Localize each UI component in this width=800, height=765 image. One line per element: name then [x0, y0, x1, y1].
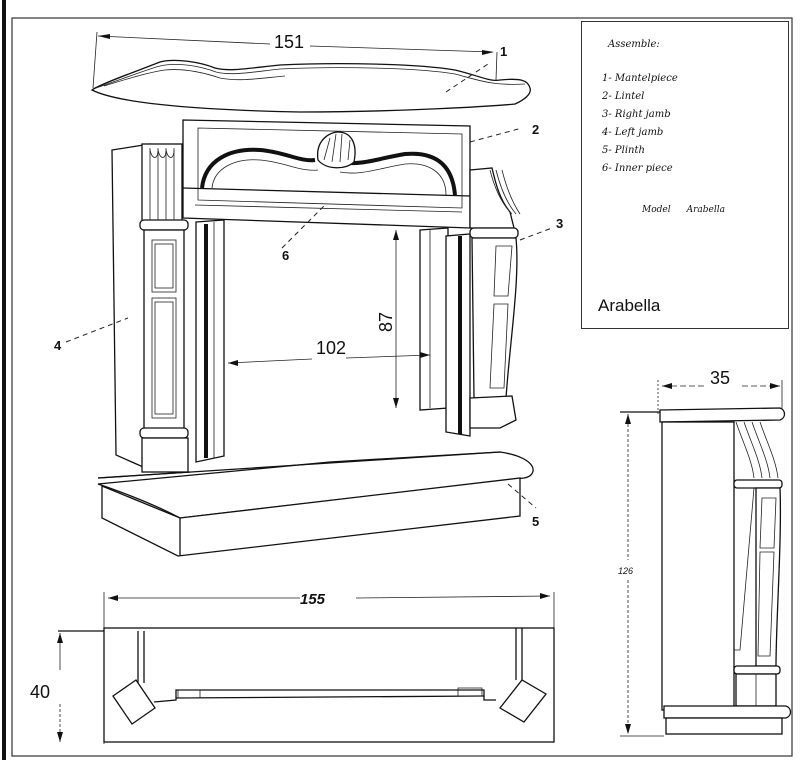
legend-heading: Assemble: — [608, 39, 660, 50]
legend-list: 1- Mantelpiece 2- Lintel 3- Right jamb 4… — [602, 70, 678, 178]
left-jamb-part — [111, 143, 189, 473]
drawing-border — [11, 17, 793, 757]
legend-box: Assemble: 1- Mantelpiece 2- Lintel 3- Ri… — [581, 21, 789, 329]
callout-plinth: 5 — [532, 514, 539, 529]
callout-lintel: 2 — [532, 122, 539, 137]
legend-item-right-jamb: 3- Right jamb — [602, 109, 671, 120]
dimension-total-height-label: 126 — [618, 566, 633, 576]
plan-view — [57, 592, 555, 744]
legend-item-left-jamb: 4- Left jamb — [602, 127, 664, 138]
callout-line-2 — [469, 127, 523, 143]
model-title: Arabella — [598, 296, 661, 315]
callout-inner-piece: 6 — [282, 248, 289, 263]
callout-line-3 — [519, 227, 553, 241]
legend-model: Model Arabella — [642, 205, 725, 215]
callout-mantelpiece: 1 — [500, 44, 507, 59]
lintel-part — [182, 119, 471, 229]
legend-item-inner-piece: 6- Inner piece — [602, 163, 673, 174]
legend-item-lintel: 2- Lintel — [602, 91, 645, 102]
dimension-mantel-width — [92, 31, 498, 89]
dimension-opening-height-label: 87 — [376, 312, 396, 332]
legend-item-mantelpiece: 1- Mantelpiece — [602, 73, 678, 84]
callout-left-jamb: 4 — [54, 338, 62, 353]
side-view — [620, 380, 792, 737]
dimension-opening-width — [227, 352, 431, 366]
callout-line-6 — [281, 204, 326, 249]
dimension-plinth-depth-label: 40 — [30, 682, 50, 702]
callout-line-5 — [507, 483, 537, 509]
plinth-part — [97, 451, 534, 557]
right-jamb-part — [419, 167, 521, 437]
dimension-opening-width-label: 102 — [316, 338, 346, 358]
dimension-opening-height — [393, 230, 399, 408]
legend-item-plinth: 5- Plinth — [602, 145, 645, 156]
dimension-plinth-width-label: 155 — [300, 591, 326, 608]
legend-model-name: Arabella — [686, 205, 725, 215]
left-inner-panel — [195, 219, 225, 463]
dimension-mantel-width-label: 151 — [274, 32, 304, 52]
legend-model-label: Model — [642, 205, 671, 215]
callout-line-4 — [65, 317, 129, 343]
dimension-depth-label: 35 — [710, 368, 730, 388]
callout-right-jamb: 3 — [556, 216, 563, 231]
mantelpiece-part — [90, 59, 531, 113]
